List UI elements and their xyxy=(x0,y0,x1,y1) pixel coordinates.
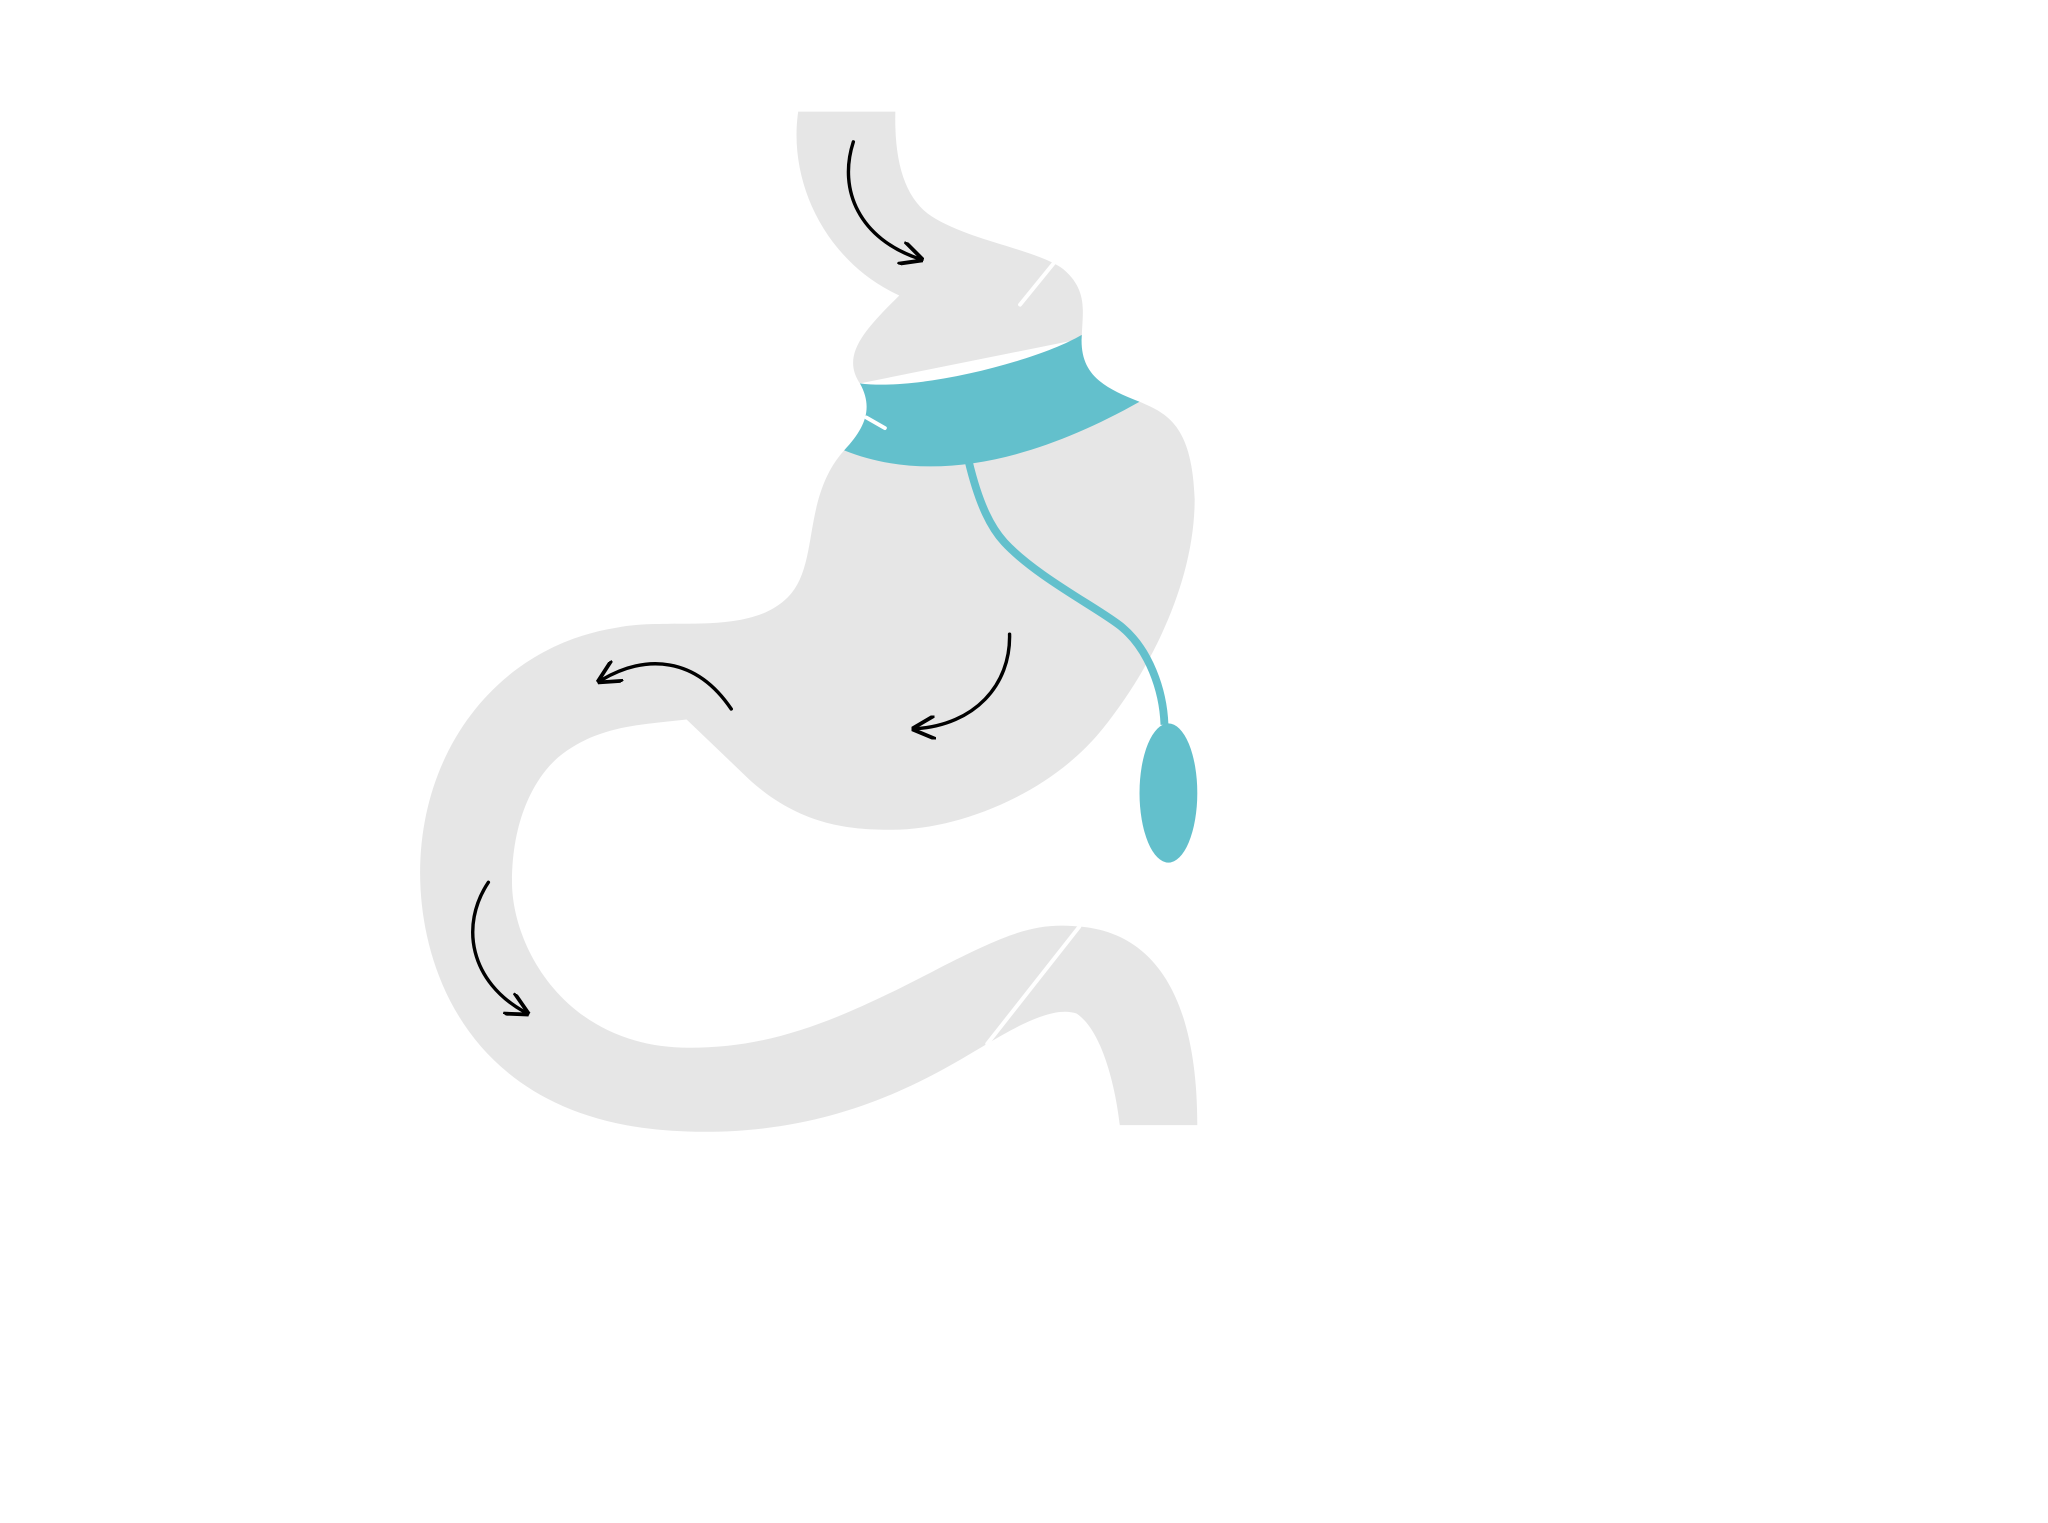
separator-lines xyxy=(864,260,1082,1046)
curved-arrow-icon xyxy=(471,880,525,1012)
band-tube xyxy=(965,461,1169,725)
lower-stomach xyxy=(420,401,1198,1132)
curved-arrow-icon xyxy=(846,140,919,259)
curved-arrow-icon xyxy=(916,632,1012,729)
gastric-band xyxy=(844,334,1140,467)
curved-arrow-icon xyxy=(601,664,733,711)
esophagus-and-upper-pouch xyxy=(796,111,1083,384)
access-port-balloon xyxy=(1139,723,1198,863)
